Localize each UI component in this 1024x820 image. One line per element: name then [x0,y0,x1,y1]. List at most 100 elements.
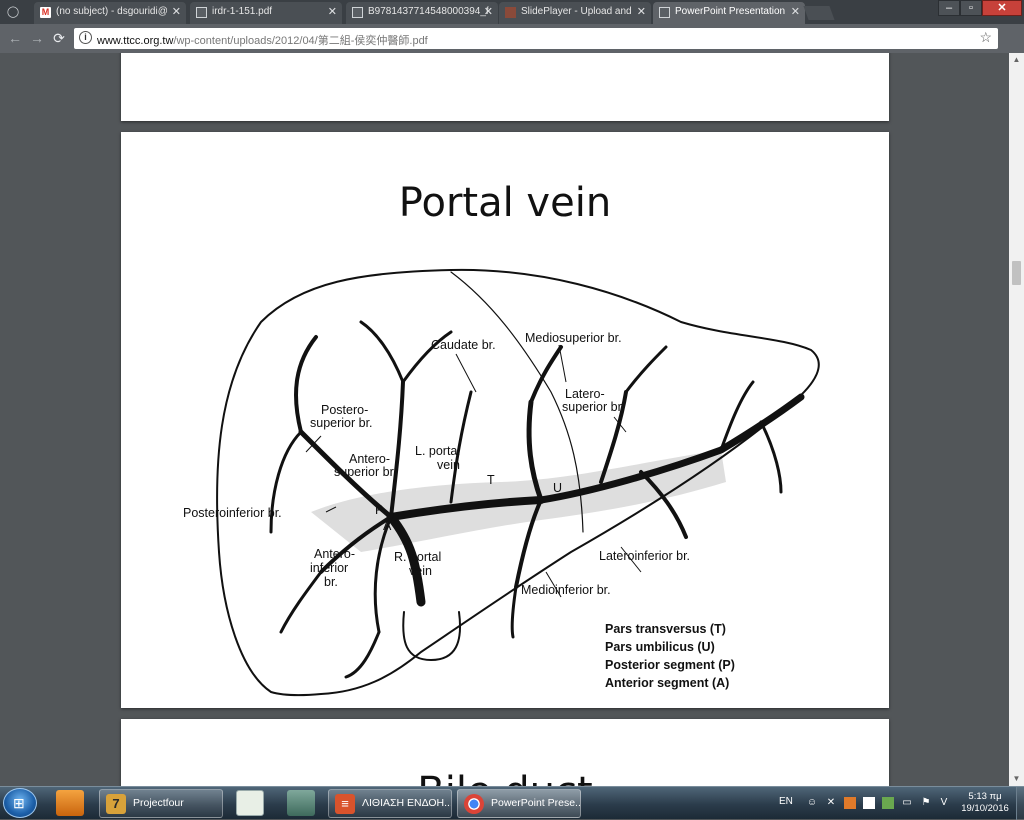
url-path: /wp-content/uploads/2012/04/第二組-侯奕仲醫師.pd… [173,35,428,47]
label-a: A [383,519,392,533]
windows-logo-icon: ⊞ [13,795,25,811]
taskbar-button-word-doc[interactable]: ≡ ΛΙΘΙΑΣΗ ΕΝΔΟΗ... [328,789,452,818]
tab-slideplayer[interactable]: SlidePlayer - Upload and ✕ [499,2,651,24]
back-button[interactable]: ← [8,30,22,46]
app-v-icon[interactable]: V [940,797,948,808]
tab-close-icon[interactable]: ✕ [790,6,800,18]
reload-button[interactable]: ⟳ [53,30,65,46]
document-icon [659,7,670,18]
pdf-page-portal-vein: Portal vein [121,132,889,708]
label-posterosuperior-1: Postero- [321,403,369,417]
recycle-bin-icon[interactable] [287,790,315,816]
gallbladder [402,611,461,661]
label-r-portal-vein-1: R. portal [394,550,442,564]
taskbar-button-label: PowerPoint Prese... [491,797,581,809]
url-host: www.ttcc.org.tw [97,35,174,47]
tab-close-icon[interactable]: ✕ [327,6,337,18]
label-caudate: Caudate br. [431,338,496,352]
vertical-scrollbar[interactable]: ▲ ▼ [1009,53,1024,786]
show-desktop-button[interactable] [1016,787,1024,820]
label-l-portal-vein-1: L. portal [415,444,461,458]
pdf-page-bile-duct: Bile duct [121,719,889,786]
tab-title: (no subject) - dsgouridi@ [56,6,168,17]
scroll-down-icon[interactable]: ▼ [1012,774,1021,783]
label-r-portal-vein-2: vein [409,564,432,578]
new-tab-button[interactable] [803,6,835,20]
scrollbar-thumb[interactable] [1012,261,1021,285]
calculator-icon[interactable] [236,790,264,816]
next-slide-title: Bile duct [121,769,889,786]
volume-muted-icon[interactable]: ✕ [826,797,836,808]
clock-date: 19/10/2016 [961,803,1009,814]
color-tray-icon[interactable] [882,797,894,809]
document-icon [196,7,207,18]
maximize-button[interactable]: ▫ [960,0,982,16]
forward-button[interactable]: → [30,30,44,46]
legend-item: Pars umbilicus (U) [605,640,715,654]
tab-title: B9781437714548000394_f [368,6,489,17]
legend-item: Pars transversus (T) [605,622,726,636]
liver-outline [216,268,820,697]
tab-title: SlidePlayer - Upload and [521,6,632,17]
document-tray-icon[interactable] [863,797,875,809]
tab-strip: ◯ M (no subject) - dsgouridi@ ✕ irdr-1-1… [0,0,1024,24]
taskbar-button-label: Projectfour [133,797,184,809]
action-center-flag-icon[interactable]: ⚑ [921,797,931,808]
tab-irdr-pdf[interactable]: irdr-1-151.pdf ✕ [190,2,342,24]
user-icon[interactable]: ☺ [806,797,818,808]
browser-toolbar: ← → ⟳ i www.ttcc.org.tw/wp-content/uploa… [0,24,1024,53]
label-lateroinferior: Lateroinferior br. [599,549,691,563]
tab-close-icon[interactable]: ✕ [171,6,181,18]
label-posteroinferior: Posteroinferior br. [183,506,282,520]
tab-gmail[interactable]: M (no subject) - dsgouridi@ ✕ [34,2,186,24]
label-posterosuperior-2: superior br. [310,416,373,430]
pdf-page-previous [121,53,889,121]
projectfour-icon: 7 [106,794,126,814]
scroll-up-icon[interactable]: ▲ [1012,55,1021,64]
label-anteroinferior-1: Antero- [314,547,355,561]
windows-taskbar: ⊞ 7 Projectfour ≡ ΛΙΘΙΑΣΗ ΕΝΔΟΗ... Power… [0,786,1024,820]
document-icon [352,7,363,18]
system-clock[interactable]: 5:13 πμ 19/10/2016 [956,791,1014,815]
language-indicator[interactable]: EN [779,796,793,807]
label-t: T [487,473,495,487]
taskbar-button-label: ΛΙΘΙΑΣΗ ΕΝΔΟΗ... [362,797,452,809]
portal-vein-diagram [216,268,820,697]
media-player-icon[interactable] [56,790,84,816]
label-laterosuperior-2: superior br. [562,400,625,414]
tab-b978-pdf[interactable]: B9781437714548000394_f ✕ [346,2,498,24]
minimize-button[interactable]: – [938,0,960,16]
taskbar-button-projectfour[interactable]: 7 Projectfour [99,789,223,818]
tab-title: irdr-1-151.pdf [212,6,273,17]
label-mediosuperior: Mediosuperior br. [525,331,622,345]
close-window-button[interactable]: ✕ [982,0,1022,16]
tab-title: PowerPoint Presentation [675,6,786,17]
pdf-viewer[interactable]: Portal vein [0,53,1009,786]
label-anterosuperior-1: Antero- [349,452,390,466]
label-u: U [553,481,563,495]
site-info-icon[interactable]: i [79,31,92,44]
app-tray-icon[interactable] [844,797,856,809]
slideplayer-icon [505,7,516,18]
label-anteroinferior-2: inferior [310,561,349,575]
gmail-icon: M [40,7,51,18]
label-l-portal-vein-2: vein [437,458,460,472]
overflow-menu-icon[interactable]: ◯ [6,6,20,18]
word-doc-icon: ≡ [335,794,355,814]
address-bar[interactable]: i www.ttcc.org.tw/wp-content/uploads/201… [74,28,998,49]
start-button[interactable]: ⊞ [3,788,37,818]
label-medioinferior: Medioinferior br. [521,583,611,597]
legend: Pars transversus (T) Pars umbilicus (U) … [605,620,735,692]
tab-powerpoint-presentation[interactable]: PowerPoint Presentation ✕ [653,2,805,24]
tab-close-icon[interactable]: ✕ [483,6,493,18]
taskbar-button-chrome[interactable]: PowerPoint Prese... [457,789,581,818]
label-laterosuperior-1: Latero- [565,387,605,401]
bookmark-star-icon[interactable]: ☆ [979,29,992,45]
url-text[interactable]: www.ttcc.org.tw/wp-content/uploads/2012/… [97,32,428,48]
chrome-icon [464,794,484,814]
legend-item: Posterior segment (P) [605,658,735,672]
network-icon[interactable]: ▭ [902,797,912,808]
label-p: P [375,503,384,517]
tab-close-icon[interactable]: ✕ [636,6,646,18]
label-anterosuperior-2: superior br. [334,465,397,479]
